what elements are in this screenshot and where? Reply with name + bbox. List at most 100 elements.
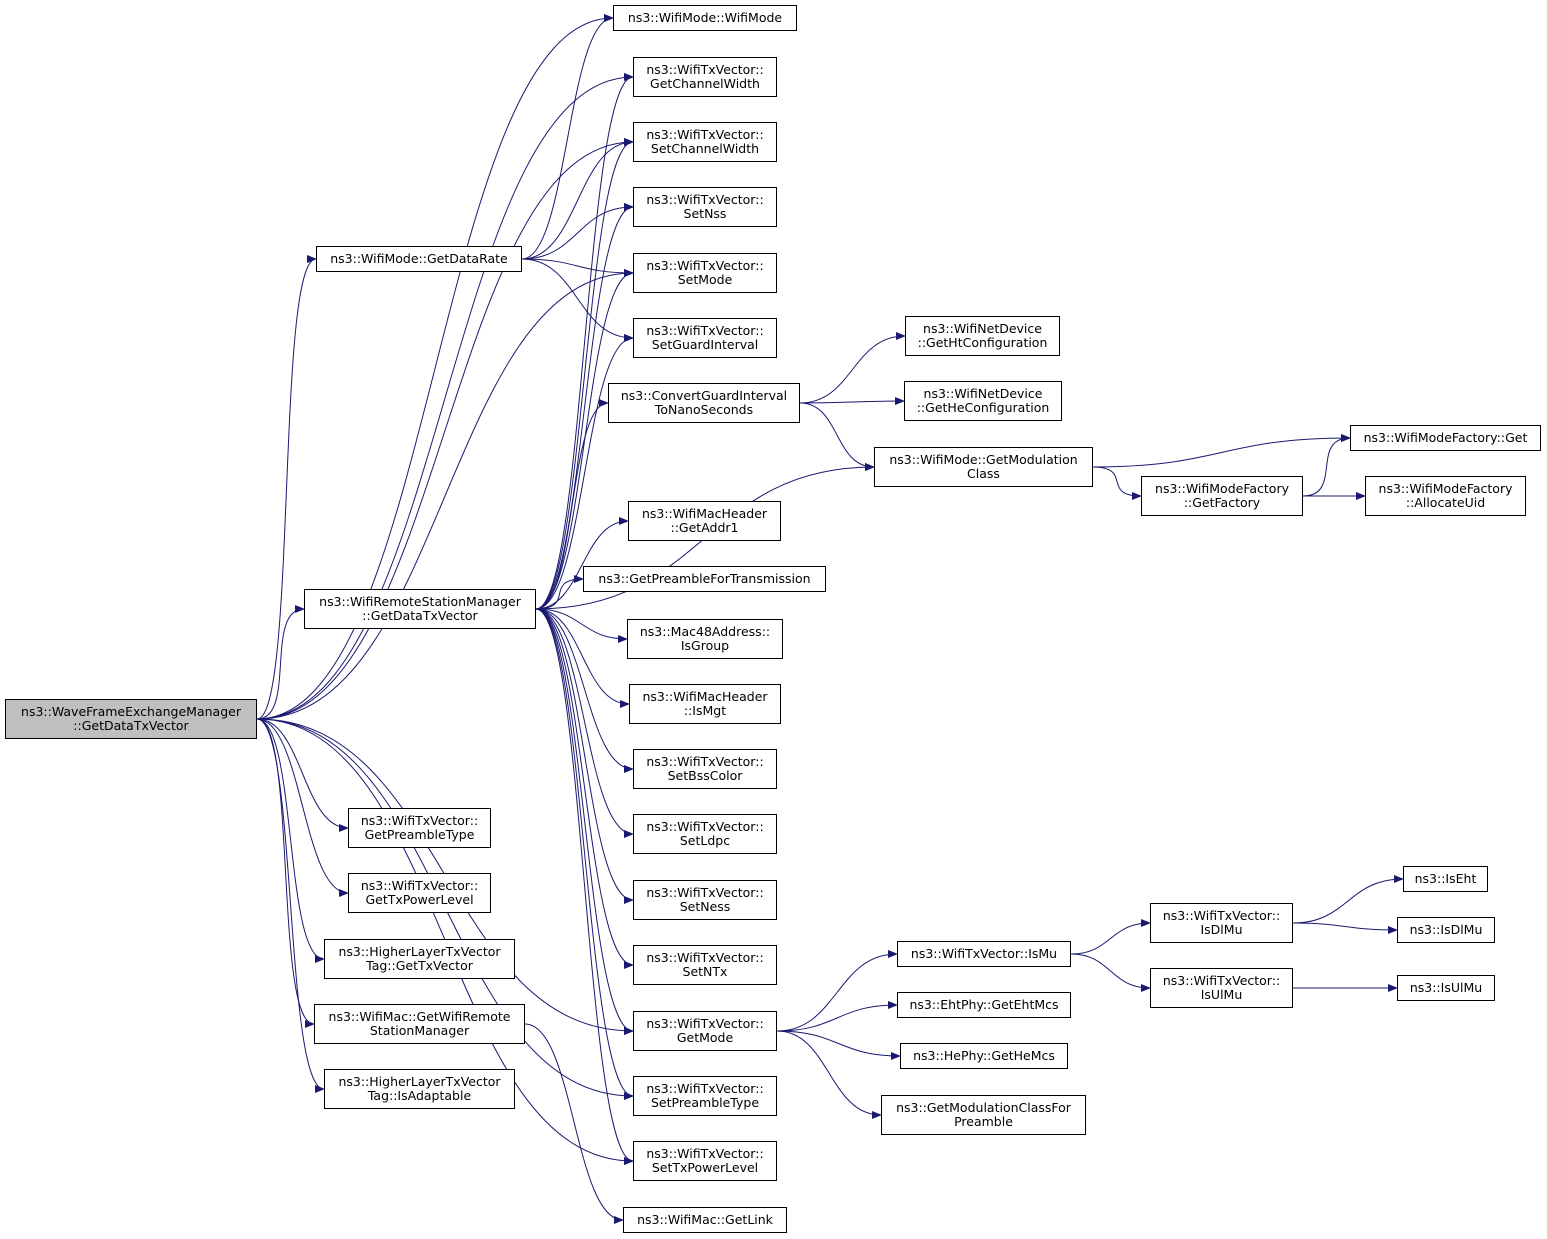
call-edge-get-mode-to-get-he-mcs: [776, 1030, 901, 1060]
call-edge-root-to-wifimode-ctor: [256, 14, 614, 720]
node-label-line: ns3::WifiModeFactory::Get: [1363, 429, 1528, 445]
node-label-line: ns3::WifiTxVector::: [1162, 972, 1281, 988]
node-wifimacheader-is-mgt[interactable]: ns3::WifiMacHeader::IsMgt: [629, 684, 781, 724]
node-set-ntx[interactable]: ns3::WifiTxVector::SetNTx: [633, 945, 777, 985]
node-label-line: GetChannelWidth: [650, 76, 760, 91]
node-label-line: ns3::WifiTxVector::: [646, 1015, 764, 1031]
call-edge-get-mode-to-get-eht-mcs: [776, 1001, 898, 1032]
node-label-line: ns3::WifiTxVector::: [1162, 907, 1281, 923]
node-label-line: ns3::HePhy::GetHeMcs: [913, 1047, 1055, 1063]
node-get-preamble-for-transmission[interactable]: ns3::GetPreambleForTransmission: [583, 566, 826, 592]
call-edge-factory-get-factory-to-factory-get: [1302, 434, 1351, 497]
call-edge-get-data-rate-to-set-guard-interval: [521, 258, 634, 342]
node-label-line: ns3::WifiTxVector::: [646, 753, 764, 769]
node-label-line: ns3::WifiMacHeader: [641, 505, 768, 521]
call-edge-root-to-get-tx-power-level: [256, 718, 349, 897]
node-set-ldpc[interactable]: ns3::WifiTxVector::SetLdpc: [633, 814, 777, 854]
node-get-channel-width[interactable]: ns3::WifiTxVector::GetChannelWidth: [633, 57, 777, 97]
node-get-he-configuration[interactable]: ns3::WifiNetDevice::GetHeConfiguration: [904, 381, 1062, 421]
node-label-line: GetMode: [676, 1030, 734, 1045]
node-root-wave-frame-exchange-manager-get-data-tx-vector: ns3::WaveFrameExchangeManager::GetDataTx…: [5, 699, 257, 739]
node-set-channel-width[interactable]: ns3::WifiTxVector::SetChannelWidth: [633, 122, 777, 162]
node-wifimodefactory-get-factory[interactable]: ns3::WifiModeFactory::GetFactory: [1141, 476, 1303, 516]
node-set-ness[interactable]: ns3::WifiTxVector::SetNess: [633, 880, 777, 920]
node-remote-station-manager-get-data-tx-vector[interactable]: ns3::WifiRemoteStationManager::GetDataTx…: [304, 589, 536, 629]
call-edge-rsm-get-data-tx-vector-to-set-mode: [535, 269, 634, 610]
node-label-line: ::GetHeConfiguration: [916, 400, 1050, 415]
node-hephy-get-he-mcs[interactable]: ns3::HePhy::GetHeMcs: [900, 1043, 1068, 1069]
node-label-line: SetPreambleType: [650, 1095, 760, 1110]
node-label-line: ns3::WifiNetDevice: [923, 385, 1043, 401]
node-wifimode-constructor[interactable]: ns3::WifiMode::WifiMode: [613, 5, 797, 31]
node-label-line: Tag::GetTxVector: [366, 958, 473, 973]
call-edge-get-data-rate-to-set-mode: [521, 258, 634, 277]
node-label-line: ::GetFactory: [1183, 495, 1261, 510]
node-get-preamble-type[interactable]: ns3::WifiTxVector::GetPreambleType: [348, 808, 491, 848]
call-edge-rsm-get-data-tx-vector-to-set-tx-power-level: [535, 608, 634, 1165]
node-set-nss[interactable]: ns3::WifiTxVector::SetNss: [633, 187, 777, 227]
node-label-line: ns3::WifiTxVector::: [360, 812, 479, 828]
node-wifimodefactory-get[interactable]: ns3::WifiModeFactory::Get: [1350, 425, 1541, 451]
call-edge-root-to-set-channel-width: [256, 138, 634, 720]
node-wifimode-get-data-rate[interactable]: ns3::WifiMode::GetDataRate: [316, 246, 522, 272]
node-label-line: ns3::WifiTxVector::: [646, 884, 764, 900]
node-is-eht[interactable]: ns3::IsEht: [1403, 866, 1488, 892]
node-is-ulmu-function[interactable]: ns3::IsUlMu: [1397, 975, 1495, 1001]
node-label-line: ns3::WifiMode::GetModulation: [889, 451, 1078, 467]
node-set-mode[interactable]: ns3::WifiTxVector::SetMode: [633, 253, 777, 293]
node-label-line: ns3::WifiTxVector::: [646, 322, 764, 338]
call-edge-rsm-get-data-tx-vector-to-get-preamble-for-tx: [535, 575, 584, 610]
node-label-line: ns3::WifiMode::GetDataRate: [330, 250, 508, 266]
node-is-dl-mu[interactable]: ns3::WifiTxVector::IsDlMu: [1150, 903, 1293, 943]
call-edge-root-to-get-wifi-remote-station-manager: [256, 718, 315, 1028]
node-label-line: ns3::WifiTxVector::: [646, 257, 764, 273]
node-label-line: ns3::WifiTxVector::: [646, 1080, 764, 1096]
node-wifimodefactory-allocate-uid[interactable]: ns3::WifiModeFactory::AllocateUid: [1365, 476, 1526, 516]
node-wifimacheader-get-addr1[interactable]: ns3::WifiMacHeader::GetAddr1: [628, 501, 781, 541]
node-is-ul-mu[interactable]: ns3::WifiTxVector::IsUlMu: [1150, 968, 1293, 1008]
node-label-line: ns3::WifiTxVector::IsMu: [910, 945, 1058, 961]
call-edge-rsm-get-data-tx-vector-to-set-guard-interval: [535, 334, 634, 610]
node-label-line: SetNss: [683, 206, 727, 221]
call-edge-get-data-rate-to-wifimode-ctor: [521, 14, 614, 260]
node-mac48address-is-group[interactable]: ns3::Mac48Address::IsGroup: [627, 619, 783, 659]
node-label-line: GetTxPowerLevel: [365, 892, 474, 907]
node-label-line: ::GetDataTxVector: [73, 718, 189, 733]
node-is-mu[interactable]: ns3::WifiTxVector::IsMu: [897, 941, 1071, 967]
node-label-line: ns3::WifiTxVector::: [360, 877, 479, 893]
node-wifimac-get-link[interactable]: ns3::WifiMac::GetLink: [623, 1207, 787, 1233]
call-edge-get-data-rate-to-set-channel-width: [521, 138, 634, 260]
call-edge-root-to-get-channel-width: [256, 73, 634, 720]
node-set-bss-color[interactable]: ns3::WifiTxVector::SetBssColor: [633, 749, 777, 789]
call-edge-is-mu-to-is-ul-mu: [1070, 953, 1151, 992]
node-label-line: ns3::WifiTxVector::: [646, 191, 764, 207]
node-get-ht-configuration[interactable]: ns3::WifiNetDevice::GetHtConfiguration: [905, 316, 1060, 356]
call-edge-root-to-tag-get-tx-vector: [256, 718, 325, 963]
node-set-guard-interval[interactable]: ns3::WifiTxVector::SetGuardInterval: [633, 318, 777, 358]
node-set-tx-power-level[interactable]: ns3::WifiTxVector::SetTxPowerLevel: [633, 1141, 777, 1181]
node-ehtphy-get-eht-mcs[interactable]: ns3::EhtPhy::GetEhtMcs: [897, 992, 1071, 1018]
node-get-tx-power-level[interactable]: ns3::WifiTxVector::GetTxPowerLevel: [348, 873, 491, 913]
node-label-line: ::GetAddr1: [670, 520, 739, 535]
node-label-line: ns3::HigherLayerTxVector: [338, 1073, 501, 1089]
node-label-line: ns3::ConvertGuardInterval: [620, 387, 788, 403]
node-label-line: ToNanoSeconds: [654, 402, 754, 417]
call-edge-rsm-get-data-tx-vector-to-get-channel-width: [535, 73, 634, 610]
node-get-mode[interactable]: ns3::WifiTxVector::GetMode: [633, 1011, 777, 1051]
call-edge-convert-guard-interval-to-get-he-configuration: [799, 397, 905, 406]
call-edge-rsm-get-data-tx-vector-to-set-nss: [535, 203, 634, 610]
node-label-line: ns3::GetModulationClassFor: [896, 1099, 1071, 1115]
node-is-dlmu-function[interactable]: ns3::IsDlMu: [1397, 917, 1495, 943]
node-label-line: SetNTx: [682, 964, 728, 979]
node-label-line: ns3::WifiMac::GetLink: [637, 1211, 773, 1227]
call-edge-get-data-rate-to-set-nss: [521, 203, 634, 260]
node-label-line: ns3::HigherLayerTxVector: [338, 943, 501, 959]
node-set-preamble-type[interactable]: ns3::WifiTxVector::SetPreambleType: [633, 1076, 777, 1116]
